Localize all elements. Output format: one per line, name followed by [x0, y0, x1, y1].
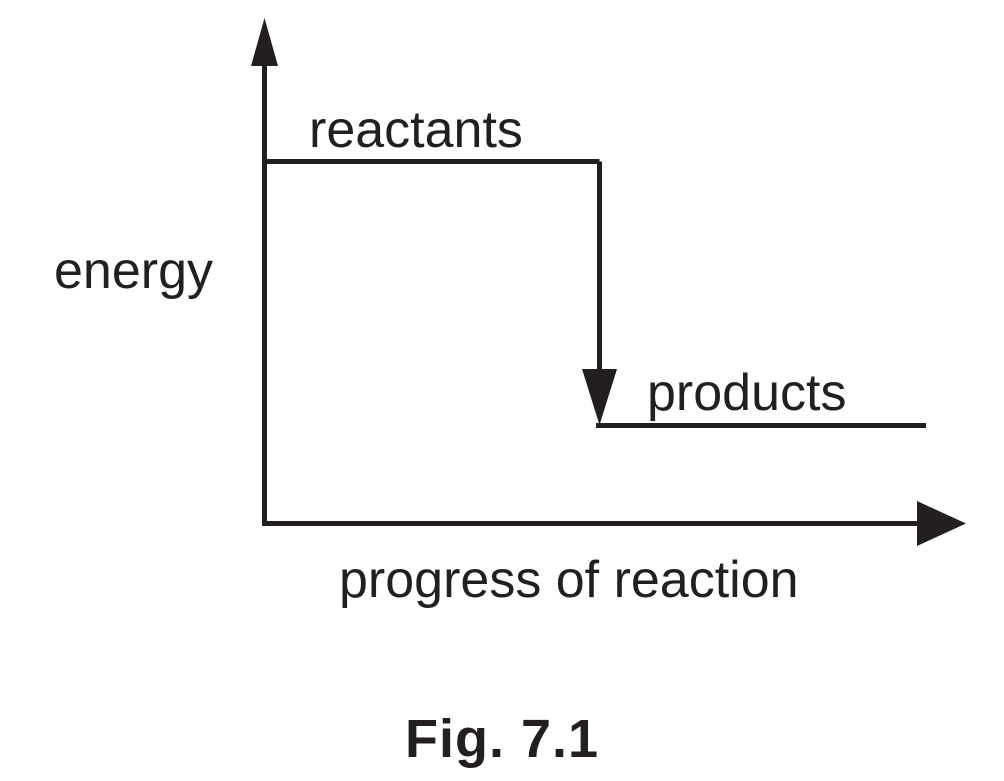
x-axis-arrow-icon — [917, 501, 966, 546]
reactants-label: reactants — [309, 101, 523, 159]
products-label: products — [647, 364, 846, 422]
y-axis-label: energy — [54, 242, 213, 300]
y-axis-arrow-icon — [251, 18, 278, 66]
energy-change-arrow-group — [582, 161, 617, 425]
y-axis-group — [251, 18, 278, 524]
x-axis-label: progress of reaction — [339, 551, 799, 609]
figure-caption: Fig. 7.1 — [405, 709, 599, 769]
energy-drop-arrow-icon — [582, 369, 617, 425]
x-axis-group — [262, 501, 966, 546]
